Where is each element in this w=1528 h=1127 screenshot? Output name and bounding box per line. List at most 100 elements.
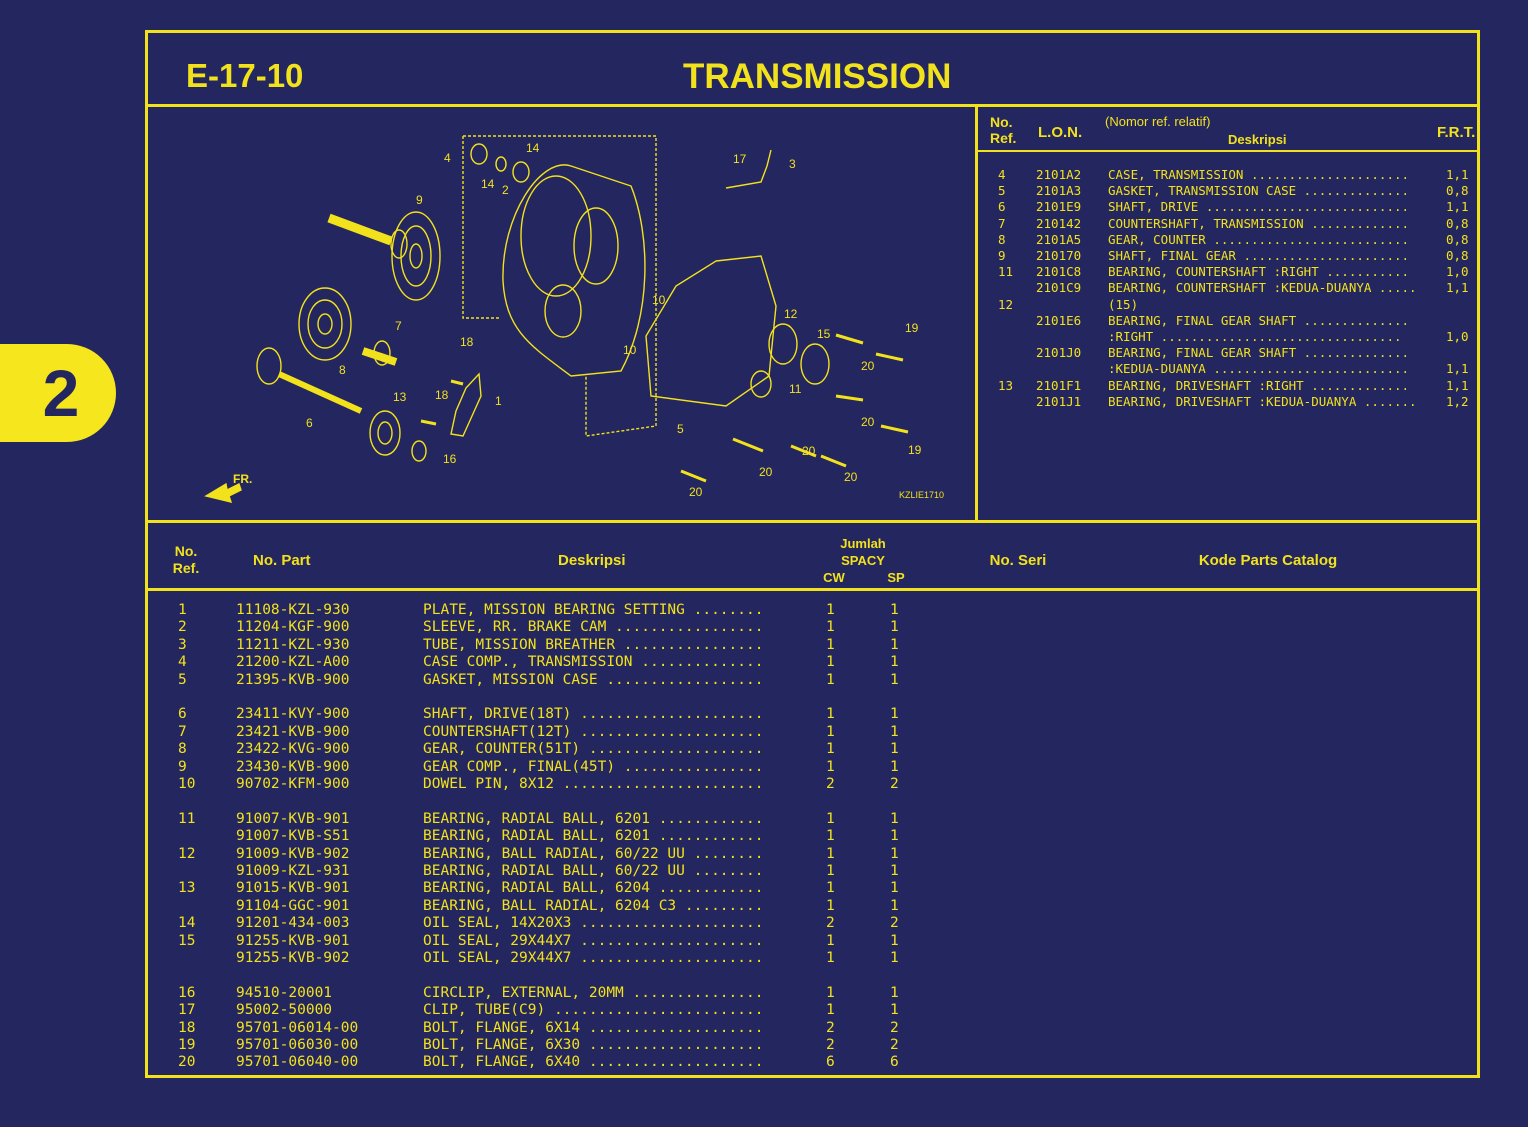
parts-header-desc: Deskripsi (558, 552, 626, 569)
ref-cell-lon: 210170 (1036, 248, 1082, 263)
ref-cell-desc: BEARING, COUNTERSHAFT :KEDUA-DUANYA ....… (1108, 280, 1417, 296)
callout-label: 5 (677, 422, 684, 436)
parts-cell-sp: 1 (890, 932, 899, 949)
parts-cell-cw: 2 (826, 915, 835, 932)
parts-catalog-page: E-17-10 TRANSMISSION (145, 30, 1480, 1078)
parts-cell-desc: GASKET, MISSION CASE .................. (423, 671, 764, 688)
ref-cell-desc: :KEDUA-DUANYA .......................... (1108, 361, 1410, 377)
parts-cell-desc: GEAR COMP., FINAL(45T) ................ (423, 758, 764, 775)
parts-cell-part: 91255-KVB-902 (236, 950, 350, 966)
parts-cell-desc: BEARING, RADIAL BALL, 6201 ............ (423, 828, 764, 845)
ref-row: 12(15) (978, 297, 1478, 313)
ref-cell-frt: 1,1 (1446, 361, 1469, 377)
parts-cell-sp: 1 (890, 1002, 899, 1019)
callout-label: 12 (784, 307, 798, 321)
parts-cell-ref: 10 (178, 776, 196, 792)
parts-cell-part: 95701-06014-00 (236, 1019, 359, 1036)
callout-label: 19 (908, 443, 922, 457)
ref-cell-desc: BEARING, FINAL GEAR SHAFT .............. (1108, 345, 1410, 361)
ref-cell-desc: :RIGHT ................................ (1108, 329, 1402, 344)
divider (975, 106, 978, 520)
parts-cell-cw: 1 (826, 880, 835, 897)
parts-cell-sp: 1 (890, 706, 899, 723)
parts-cell-cw: 2 (826, 1019, 835, 1036)
parts-cell-ref: 15 (178, 932, 196, 949)
final-gear-shaft (327, 211, 441, 301)
callout-label: 2 (502, 183, 509, 197)
parts-cell-ref: 20 (178, 1054, 196, 1071)
ref-table: No. Ref. L.O.N. (Nomor ref. relatif) Des… (978, 106, 1483, 520)
parts-cell-desc: CLIP, TUBE(C9) ........................ (423, 1002, 764, 1019)
ref-header-note: (Nomor ref. relatif) (1105, 114, 1211, 129)
ref-cell-lon: 2101A5 (1036, 231, 1082, 247)
parts-cell-sp: 1 (890, 723, 899, 740)
parts-cell-cw: 1 (826, 845, 835, 862)
ref-cell-frt: 1,1 (1446, 199, 1469, 215)
parts-cell-ref: 13 (178, 880, 196, 897)
parts-cell-cw: 1 (826, 654, 835, 671)
parts-cell-part: 90702-KFM-900 (236, 776, 350, 792)
parts-cell-cw: 1 (826, 619, 835, 636)
parts-cell-sp: 1 (890, 828, 899, 845)
parts-cell-cw: 1 (826, 932, 835, 949)
parts-header-no-seri: No. Seri (989, 552, 1047, 569)
parts-cell-part: 21200-KZL-A00 (236, 654, 350, 671)
ref-cell-lon: 2101C9 (1036, 280, 1082, 296)
callout-label: 4 (444, 151, 451, 165)
parts-cell-part: 91104-GGC-901 (236, 897, 350, 914)
parts-cell-cw: 2 (826, 1037, 835, 1053)
parts-cell-sp: 1 (890, 863, 899, 879)
ref-cell-frt: 1,0 (1446, 329, 1469, 344)
front-direction-label: FR. (233, 472, 252, 486)
parts-cell-sp: 1 (890, 880, 899, 897)
parts-cell-cw: 2 (826, 776, 835, 792)
ref-cell-lon: 2101A3 (1036, 183, 1082, 199)
parts-cell-sp: 2 (890, 1037, 899, 1053)
parts-cell-part: 91009-KZL-931 (236, 863, 350, 879)
section-tab[interactable]: 2 (0, 344, 116, 442)
parts-cell-part: 11211-KZL-930 (236, 636, 350, 653)
counter-gear (298, 287, 352, 361)
bearing-plate (450, 372, 482, 437)
ref-cell-desc: BEARING, FINAL GEAR SHAFT .............. (1108, 312, 1410, 328)
callout-label: 7 (395, 319, 402, 333)
ref-header-no-ref: No. Ref. (990, 114, 1017, 146)
parts-cell-desc: GEAR, COUNTER(51T) .................... (423, 741, 764, 758)
front-direction-arrow-icon (204, 482, 242, 503)
parts-cell-part: 95002-50000 (236, 1002, 333, 1019)
exploded-parts-diagram: FR. KZLIE1710 12345678910101112131414151… (204, 135, 944, 503)
parts-cell-part: 95701-06030-00 (236, 1037, 359, 1053)
flange-bolts (420, 333, 909, 483)
parts-cell-desc: OIL SEAL, 29X44X7 ..................... (423, 932, 764, 949)
parts-cell-sp: 1 (890, 636, 899, 653)
transmission-case (502, 164, 646, 377)
parts-cell-sp: 2 (890, 1019, 899, 1036)
parts-row: 17 95002-50000 CLIP, TUBE(C9) ............… (148, 1002, 948, 1019)
parts-cell-sp: 1 (890, 671, 899, 688)
callout-label: 9 (416, 193, 423, 207)
parts-cell-ref: 2 (178, 619, 187, 636)
ref-cell-desc: (15) (1108, 296, 1139, 312)
section-code: E-17-10 (186, 57, 304, 94)
parts-cell-ref: 17 (178, 1002, 196, 1019)
parts-cell-ref: 11 (178, 810, 196, 827)
parts-cell-cw: 1 (826, 810, 835, 827)
parts-cell-sp: 2 (890, 915, 899, 932)
parts-header-no-part: No. Part (253, 552, 311, 569)
callout-label: 19 (905, 321, 919, 335)
divider (148, 588, 1477, 591)
ref-cell-desc: SHAFT, DRIVE ........................... (1108, 199, 1410, 215)
ref-cell-desc: GEAR, COUNTER .......................... (1108, 231, 1410, 247)
ref-cell-lon: 2101F1 (1036, 377, 1082, 393)
